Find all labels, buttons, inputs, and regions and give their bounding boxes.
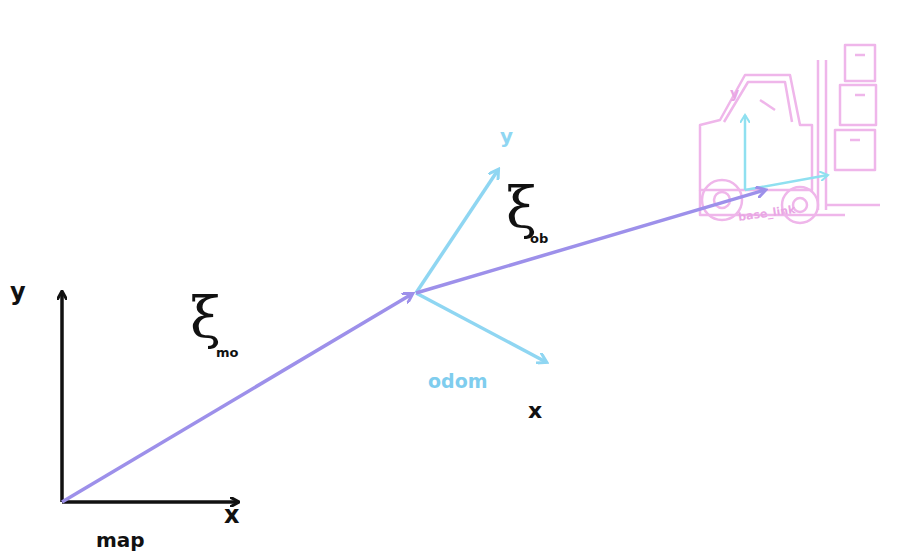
- transform-subscript: mo: [216, 346, 238, 359]
- transform-subscript: ob: [530, 232, 548, 245]
- axis-letter: y: [10, 280, 26, 304]
- axis-letter: x: [528, 400, 542, 422]
- base-link-axes: [745, 115, 828, 190]
- transform-symbol: ξ: [190, 290, 221, 346]
- axis-letter: y: [730, 86, 739, 100]
- frame-name: odom: [428, 372, 488, 391]
- transform-symbol: ξ: [506, 180, 537, 236]
- frame-name: base_link: [738, 204, 796, 223]
- axis-letter: x: [224, 503, 239, 527]
- transform-arrows: [62, 190, 765, 502]
- frame-name: map: [96, 530, 145, 550]
- axis-letter: y: [500, 126, 513, 146]
- odom-axes: [416, 170, 546, 362]
- forklift-illustration: [700, 45, 880, 223]
